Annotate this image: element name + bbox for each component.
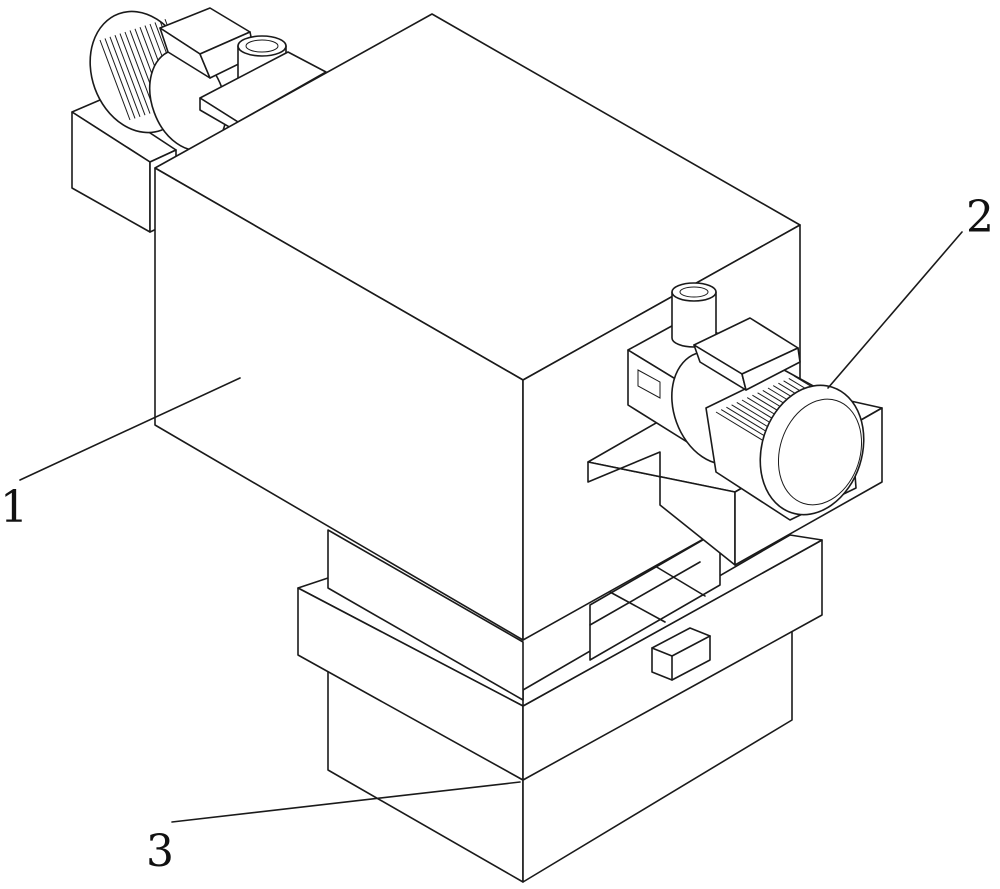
leader-line-1 <box>19 377 241 481</box>
neck-left-face <box>327 529 524 701</box>
motor-rib <box>104 38 136 119</box>
leader-line-3 <box>171 781 521 823</box>
motor-rib <box>119 33 151 114</box>
front-terminal-box-front <box>741 347 801 391</box>
label-3: 3 <box>146 826 174 877</box>
latch-block <box>651 627 711 681</box>
front-motor-assembly <box>587 282 883 566</box>
motor-rib <box>99 39 131 121</box>
front-pipe-opening <box>671 282 717 302</box>
rear-pipe-opening <box>237 35 287 57</box>
leader-lines <box>19 231 963 823</box>
collar-slot <box>589 529 721 661</box>
label-2: 2 <box>966 192 994 243</box>
label-1: 1 <box>0 482 28 533</box>
leader-line-2 <box>827 231 963 389</box>
base-block <box>297 529 823 883</box>
front-motor-end-cap <box>759 384 865 516</box>
motor-rib <box>109 36 141 117</box>
motor-rib <box>114 35 146 116</box>
